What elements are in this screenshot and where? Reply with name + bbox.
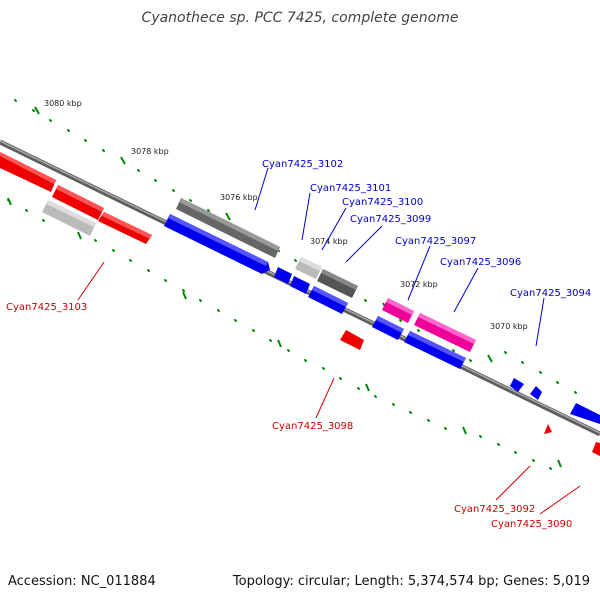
gene-3103-grey-arrow[interactable] [42, 200, 96, 236]
gene-label-3097[interactable]: Cyan7425_3097 [395, 236, 476, 247]
gene-label-3099[interactable]: Cyan7425_3099 [350, 214, 431, 225]
gene-blue-long-arrow[interactable] [164, 214, 270, 274]
gene-3098-arrow[interactable] [340, 330, 364, 350]
tick-label-3076: 3076 kbp [220, 193, 258, 202]
gene-3093-arrow[interactable] [530, 386, 542, 400]
gene-blue-3097-arrow[interactable] [372, 316, 404, 340]
tick-label-3078: 3078 kbp [131, 147, 169, 156]
tick-label-3080: 3080 kbp [44, 99, 82, 108]
gene-label-3102[interactable]: Cyan7425_3102 [262, 159, 343, 170]
tick-label-3072: 3072 kbp [400, 280, 438, 289]
gene-label-3101[interactable]: Cyan7425_3101 [310, 183, 391, 194]
gene-label-3103[interactable]: Cyan7425_3103 [6, 302, 87, 313]
inner-tick-majors [7, 197, 562, 468]
red-leaders [77, 261, 581, 515]
genome-title: Cyanothece sp. PCC 7425, complete genome [141, 10, 459, 26]
gene-label-3090[interactable]: Cyan7425_3090 [491, 519, 572, 530]
gene-label-3100[interactable]: Cyan7425_3100 [342, 197, 423, 208]
gene-blue-small-2-arrow[interactable] [290, 276, 310, 294]
outer-tick-track [14, 99, 577, 394]
gene-label-3096[interactable]: Cyan7425_3096 [440, 257, 521, 268]
gene-label-3094[interactable]: Cyan7425_3094 [510, 288, 591, 299]
gene-blue-small-1-arrow[interactable] [274, 267, 292, 284]
gene-3096-arrow[interactable] [414, 313, 476, 352]
gene-3103-right-arrow[interactable] [98, 212, 152, 244]
tick-label-3074: 3074 kbp [310, 237, 348, 246]
gene-3103-mid-arrow[interactable] [52, 185, 104, 220]
gene-3090-arrow[interactable] [592, 442, 600, 456]
gene-3102-arrow[interactable] [176, 198, 280, 258]
gene-3101-arrow[interactable] [295, 257, 322, 279]
gene-label-3092[interactable]: Cyan7425_3092 [454, 504, 535, 515]
accession-text: Accession: NC_011884 [8, 574, 156, 589]
gene-3100-arrow[interactable] [317, 269, 358, 298]
gene-3092-arrow[interactable] [544, 424, 552, 434]
gene-label-3098[interactable]: Cyan7425_3098 [272, 421, 353, 432]
genome-summary-text: Topology: circular; Length: 5,374,574 bp… [232, 574, 590, 589]
gene-3103-left-arrow[interactable] [0, 152, 56, 192]
gene-3097-arrow[interactable] [382, 298, 414, 323]
gene-3091-arrow[interactable] [570, 403, 600, 424]
gene-blue-3096-arrow[interactable] [404, 331, 466, 369]
tick-label-3070: 3070 kbp [490, 322, 528, 331]
blue-leaders [254, 167, 545, 347]
gene-3094-arrow[interactable] [510, 378, 524, 392]
gene-blue-3099-arrow[interactable] [308, 286, 348, 314]
